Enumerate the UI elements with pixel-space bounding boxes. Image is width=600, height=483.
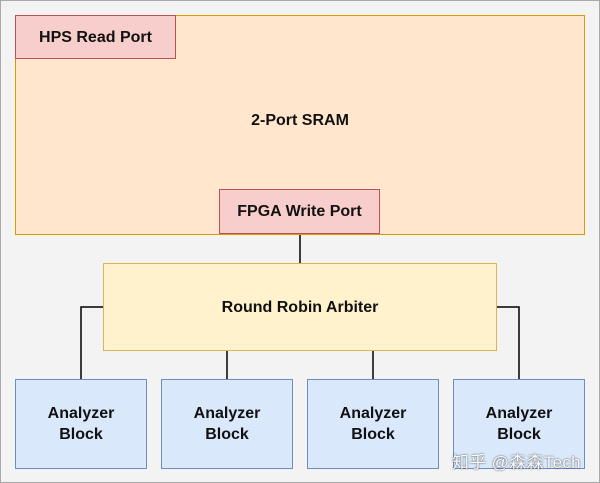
analyzer-block-3: Analyzer Block <box>307 379 439 469</box>
hps-read-port: HPS Read Port <box>15 15 176 59</box>
watermark: 知乎 @森森Tech <box>452 453 581 472</box>
analyzer-block-4: Analyzer Block <box>453 379 585 469</box>
fpga-write-port: FPGA Write Port <box>219 189 380 234</box>
analyzer-block-1: Analyzer Block <box>15 379 147 469</box>
sram-label: 2-Port SRAM <box>251 112 349 129</box>
connector-arbiter-to-analyzer-1 <box>80 306 103 379</box>
analyzer-block-2: Analyzer Block <box>161 379 293 469</box>
connector-arbiter-to-analyzer-4 <box>497 306 520 379</box>
round-robin-arbiter: Round Robin Arbiter <box>103 263 497 351</box>
